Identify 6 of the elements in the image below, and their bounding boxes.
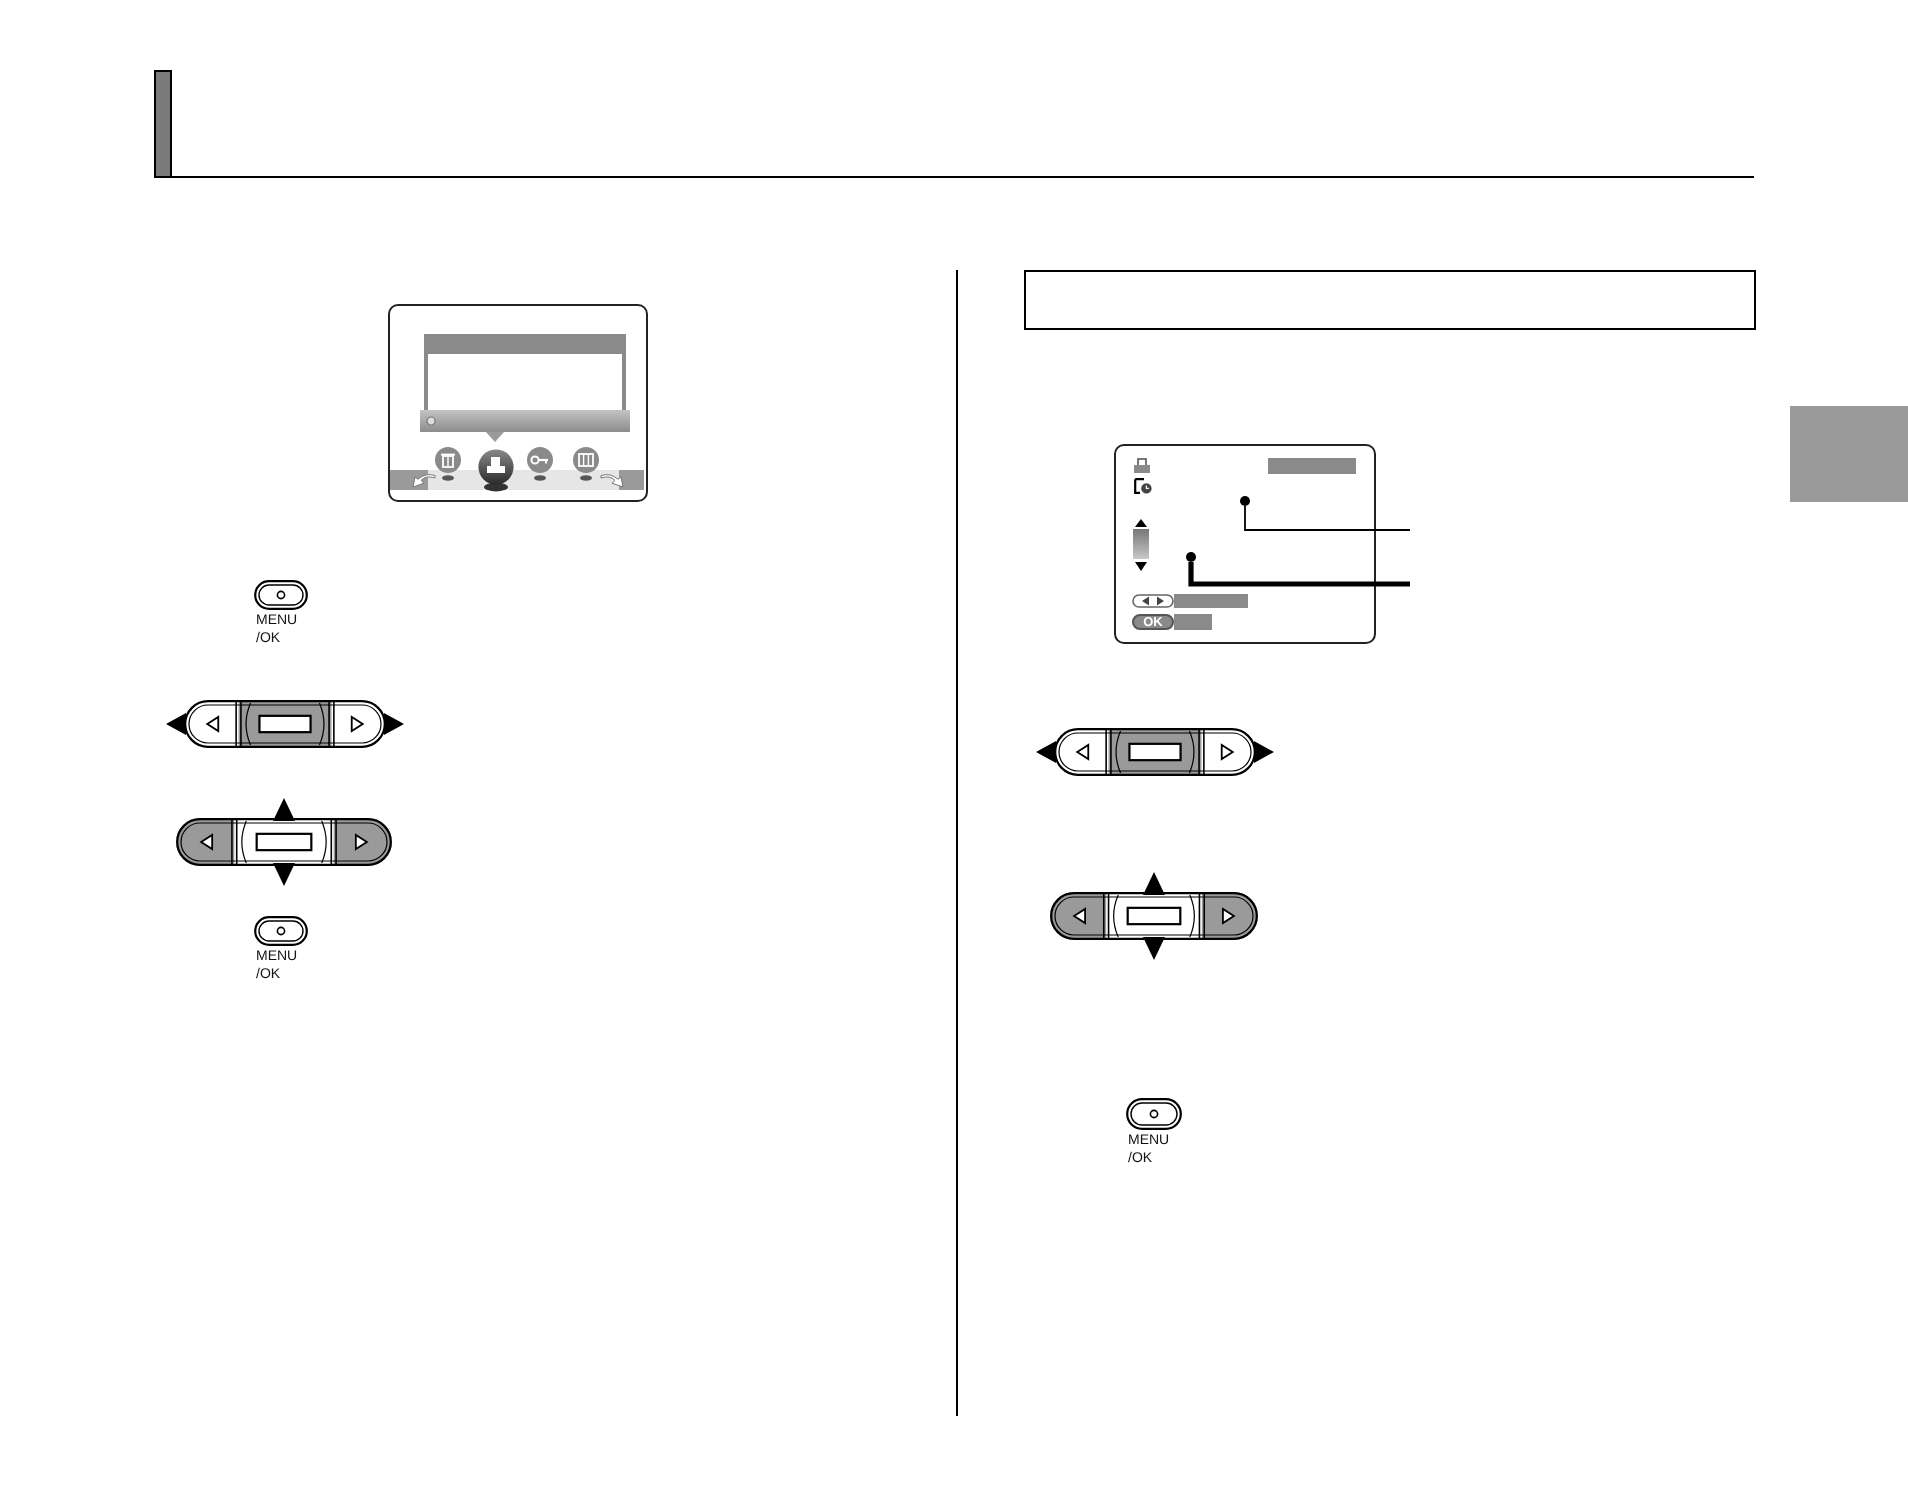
leader-line bbox=[1244, 505, 1411, 531]
camera-screen bbox=[1114, 444, 1376, 644]
callout-dot bbox=[1240, 496, 1250, 506]
heading-box bbox=[1024, 270, 1756, 330]
callout-dot bbox=[1186, 552, 1196, 562]
leader-line bbox=[1188, 562, 1410, 587]
